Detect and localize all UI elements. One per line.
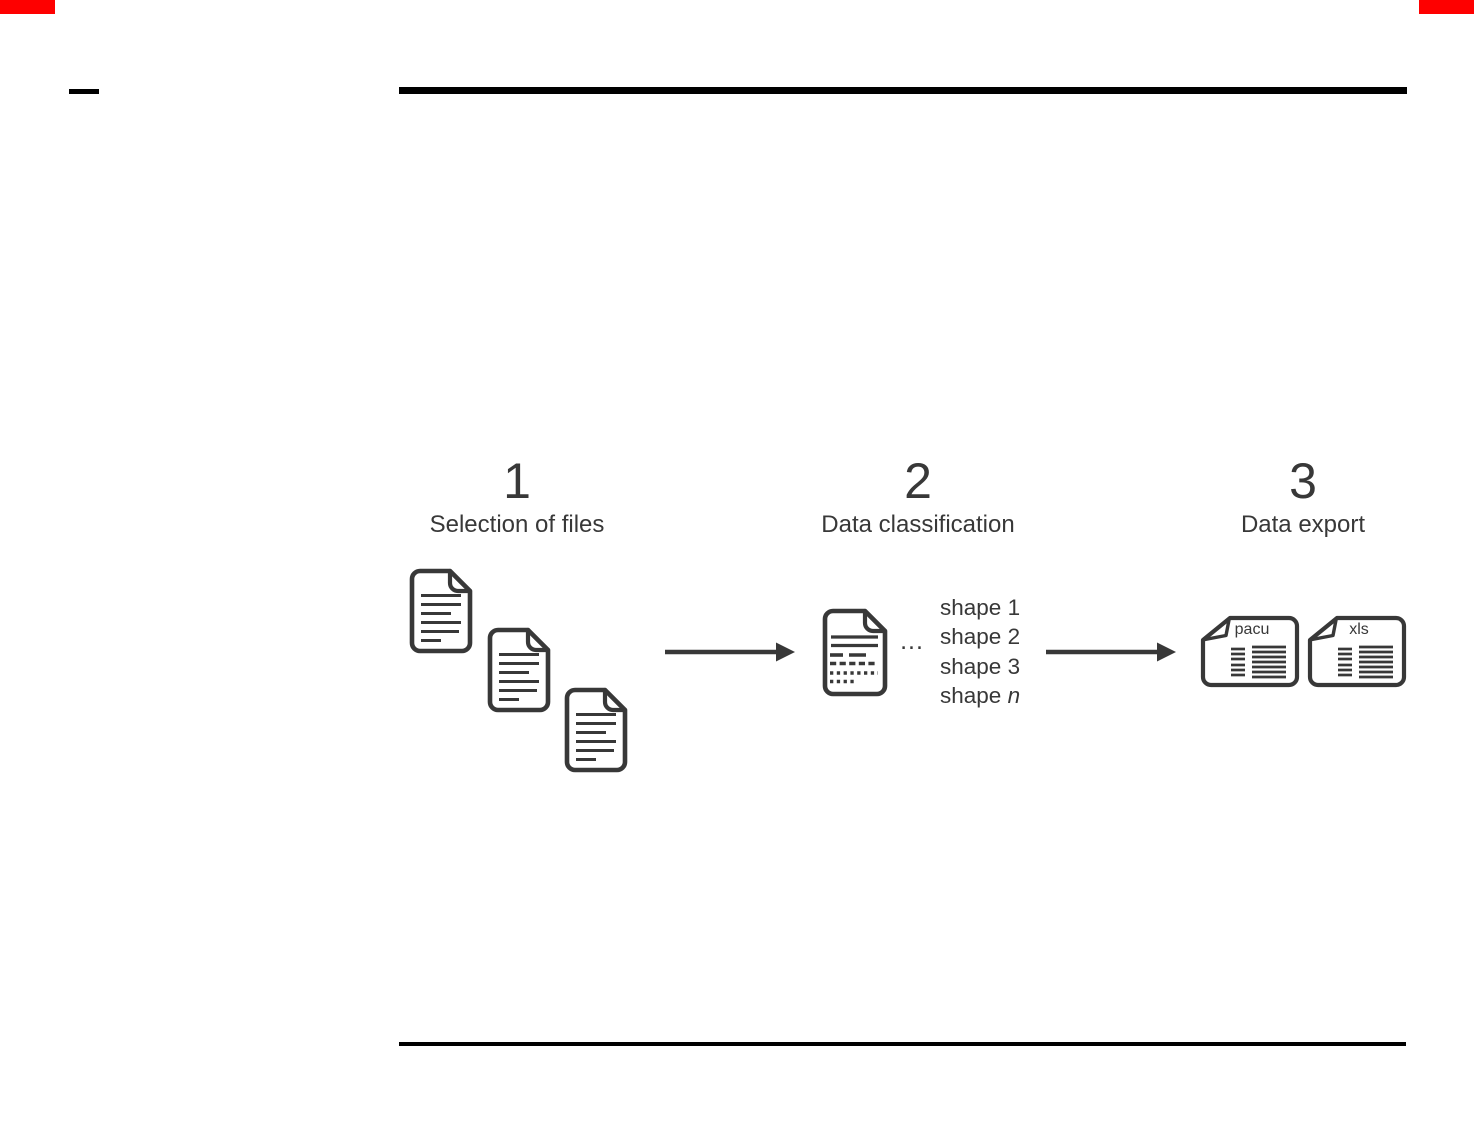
document-icon: [487, 627, 551, 713]
shape-list-item: shape 3: [940, 653, 1021, 679]
header-rule: [399, 87, 1407, 94]
arrow-right-icon: [665, 642, 795, 662]
step-1-number: 1: [503, 453, 531, 509]
shape-list: shape 1 shape 2 shape 3 shape n: [940, 593, 1020, 711]
export-file-icon: pacu: [1200, 615, 1300, 688]
export-file-icon: xls: [1307, 615, 1407, 688]
step-3-label: Data export: [1240, 511, 1366, 538]
footer-rule: [399, 1042, 1406, 1046]
step-3-number: 3: [1289, 453, 1317, 509]
red-corner-mark-left: [0, 0, 55, 14]
document-icon: [409, 568, 473, 654]
step-2-label: Data classification: [821, 511, 1015, 538]
file-type-label: pacu: [1235, 621, 1270, 638]
classified-document-icon: [822, 608, 888, 697]
step-1-label: Selection of files: [429, 511, 605, 538]
ellipsis-text: ...: [900, 627, 924, 655]
document-icon: [564, 687, 628, 773]
margin-dash: [69, 89, 99, 94]
red-corner-mark-right: [1419, 0, 1474, 14]
file-type-label: xls: [1349, 621, 1369, 638]
step-2-number: 2: [904, 453, 932, 509]
shape-list-item: shape n: [940, 683, 1021, 709]
shape-list-item: shape 2: [940, 624, 1021, 650]
shape-list-item: shape 1: [940, 595, 1021, 620]
arrow-right-icon: [1046, 642, 1176, 662]
